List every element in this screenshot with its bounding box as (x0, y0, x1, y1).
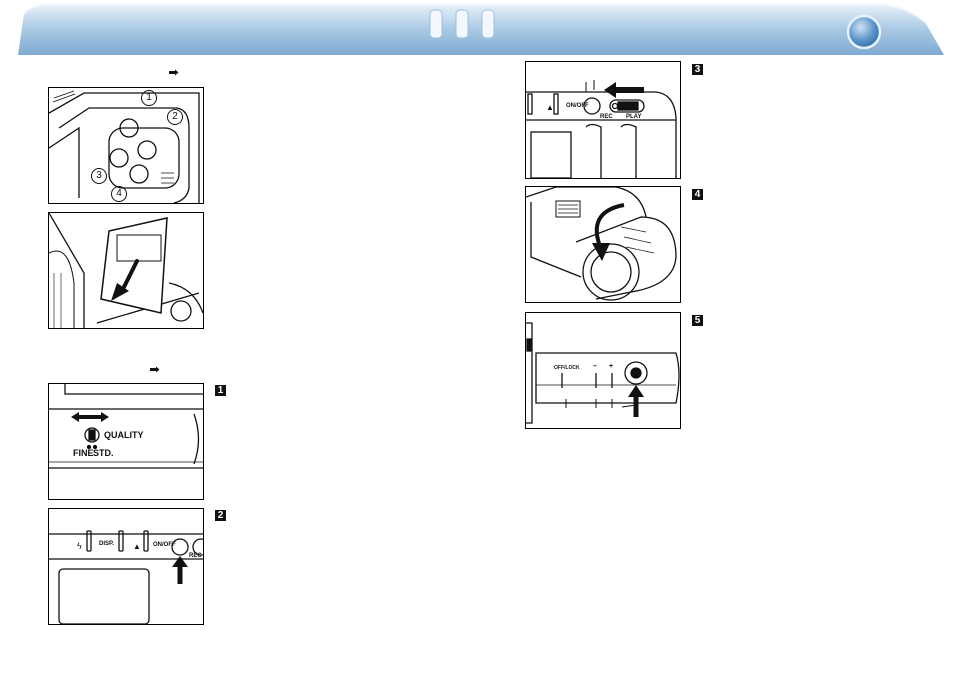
marker-2: 2 (167, 109, 183, 125)
mode-rec-label: REC (600, 114, 613, 120)
plus-label: + (609, 363, 614, 370)
onoff-label: ON/OFF (153, 542, 176, 548)
std-label: STD. (93, 448, 114, 458)
svg-text:▲: ▲ (546, 103, 554, 112)
quality-label: QUALITY (104, 430, 144, 440)
minus-label: – (593, 363, 597, 370)
figure-shutter-button: OFF/LOCK – + (525, 312, 681, 429)
figure-lens-rotation (525, 186, 681, 303)
step-badge-1: 1 (215, 385, 226, 396)
header-banner (18, 3, 944, 55)
disp-label: DISP. (99, 541, 114, 547)
mode-play-label: PLAY (626, 114, 642, 120)
svg-text:ϟ: ϟ (77, 541, 82, 551)
marker-3: 3 (91, 168, 107, 184)
step-badge-3: 3 (692, 64, 703, 75)
marker-4: 4 (111, 186, 127, 202)
offlock-label: OFF/LOCK (554, 365, 580, 371)
marker-1: 1 (141, 90, 157, 106)
mode-onoff-label: ON/OFF (566, 103, 589, 109)
figure-card-insertion (48, 212, 204, 329)
fine-label: FINE (73, 448, 94, 458)
tab-marks (429, 9, 495, 39)
figure-quality-switch: QUALITY FINE STD. (48, 383, 204, 500)
step-badge-2: 2 (215, 510, 226, 521)
step-badge-5: 5 (692, 315, 703, 326)
figure-battery-insertion: 1 2 3 4 (48, 87, 204, 204)
banner-button-icon (846, 14, 882, 50)
figure-mode-switch: ▲ ON/OFF REC PLAY (525, 61, 681, 179)
pointing-hand-icon (169, 69, 179, 76)
figure-power-button: ϟ ▲ DISP. ON/OFF REC (48, 508, 204, 625)
pointing-hand-icon (150, 366, 160, 373)
svg-text:▲: ▲ (133, 542, 141, 551)
step-badge-4: 4 (692, 189, 703, 200)
rec-label: REC (189, 553, 202, 559)
